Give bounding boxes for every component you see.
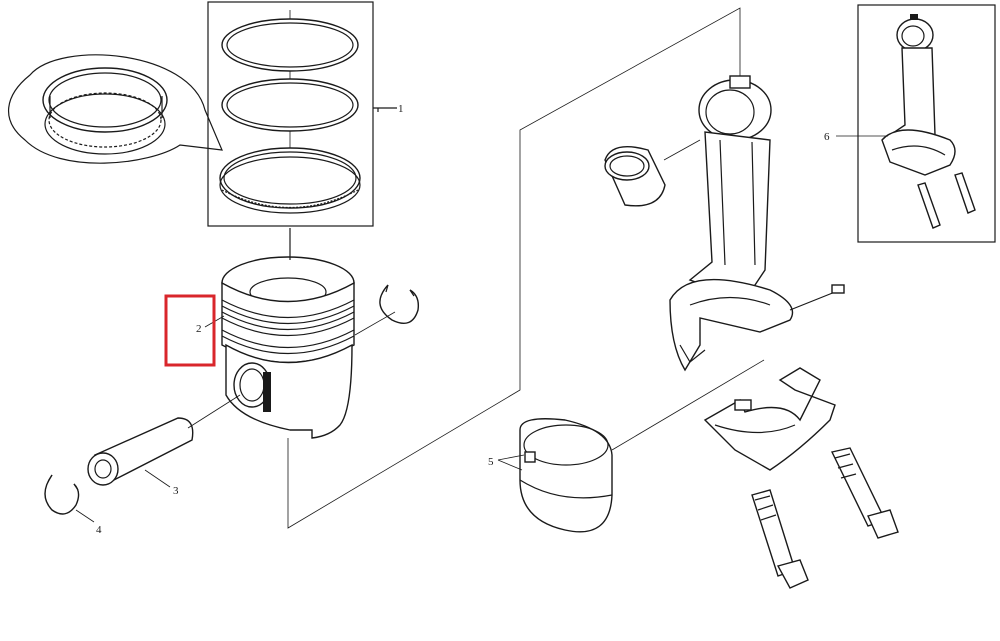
connecting-rod-assembly-inset: 6 bbox=[824, 4, 996, 243]
piston-pin: 3 bbox=[87, 394, 241, 497]
piston-ring-set: 1 bbox=[207, 1, 404, 227]
label-piston-pin: 3 bbox=[173, 485, 179, 497]
bearing-shells: 5 bbox=[488, 418, 613, 533]
highlight-box bbox=[164, 294, 216, 367]
piston-circlip-right bbox=[354, 284, 420, 336]
assembly-guide-line bbox=[287, 7, 741, 529]
connecting-rod bbox=[604, 75, 845, 372]
label-bearing-shells: 5 bbox=[488, 456, 494, 468]
label-piston-rings: 1 bbox=[398, 103, 404, 115]
snap-ring: 4 bbox=[44, 474, 102, 536]
rod-cap-and-bolts bbox=[703, 367, 899, 589]
oil-ring-detail-balloon bbox=[8, 54, 223, 164]
label-connecting-rod-assembly: 6 bbox=[824, 131, 830, 143]
label-snap-ring: 4 bbox=[96, 524, 102, 536]
piston: 2 bbox=[196, 228, 355, 439]
label-piston: 2 bbox=[196, 323, 202, 335]
